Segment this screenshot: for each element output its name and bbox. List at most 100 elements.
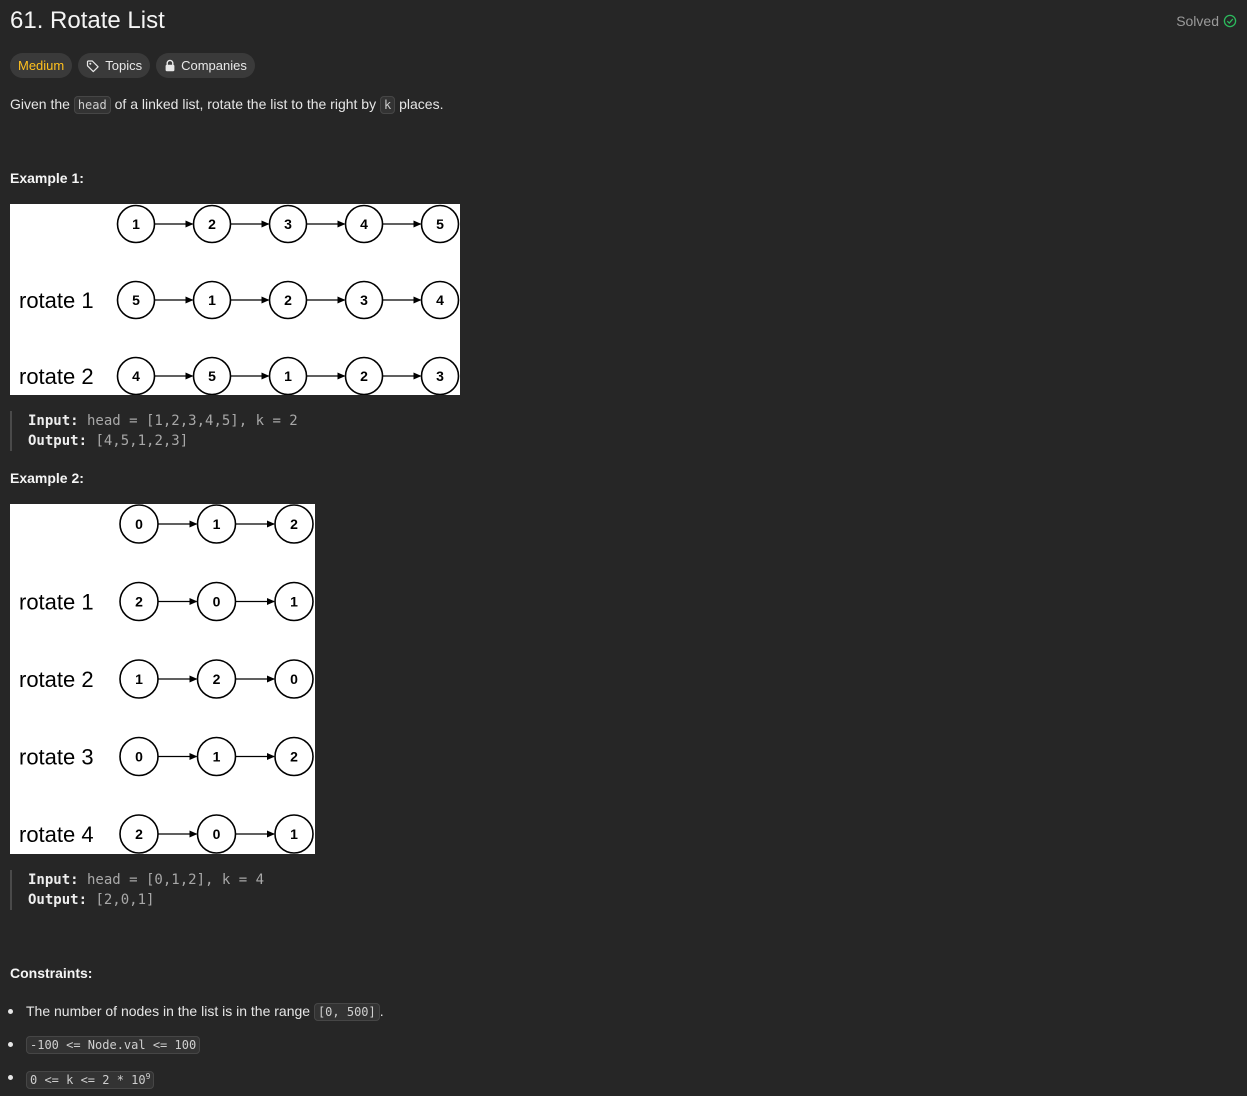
node-value: 5 [436, 216, 444, 232]
list-node [196, 581, 237, 622]
node-value: 1 [290, 826, 298, 842]
list-row: 0 1 2 [119, 504, 314, 544]
constraint-code: -100 <= Node.val <= 100 [26, 1036, 201, 1054]
list-row: rotate 2 1 2 0 [19, 659, 314, 699]
example-1-io: Input: head = [1,2,3,4,5], k = 2 Output:… [10, 411, 298, 451]
node-value: 2 [208, 216, 216, 232]
list-node [192, 204, 232, 244]
rotate-label: rotate 2 [19, 364, 94, 389]
node-value: 1 [290, 594, 298, 610]
rotate-label: rotate 1 [19, 288, 94, 313]
companies-label: Companies [181, 58, 247, 73]
companies-button[interactable]: Companies [156, 53, 255, 78]
list-node [196, 659, 237, 699]
rotate-label: rotate 3 [19, 745, 94, 770]
desc-text: places. [395, 96, 444, 112]
list-node [420, 204, 460, 244]
node-value: 0 [290, 671, 298, 687]
constraint-code: 0 <= k <= 2 * 109 [26, 1071, 155, 1089]
list-node [274, 504, 314, 544]
output-label: Output: [28, 892, 88, 908]
constraints-heading: Constraints: [10, 965, 93, 981]
list-item: -100 <= Node.val <= 100 [0, 1033, 384, 1066]
list-node [119, 736, 159, 777]
input-label: Input: [28, 872, 79, 888]
node-value: 1 [135, 671, 143, 687]
rotate-label: rotate 2 [19, 667, 94, 692]
node-value: 5 [208, 368, 216, 384]
list-node [196, 736, 237, 777]
node-value: 4 [132, 368, 140, 384]
node-value: 5 [132, 292, 140, 308]
node-value: 1 [213, 516, 221, 532]
node-value: 2 [290, 749, 298, 765]
list-node [420, 280, 460, 320]
list-node [268, 356, 308, 395]
list-node [274, 736, 314, 777]
desc-text: of a linked list, rotate the list to the… [110, 96, 380, 112]
node-value: 3 [284, 216, 292, 232]
list-node [268, 204, 308, 244]
list-node [344, 280, 384, 320]
node-value: 4 [436, 292, 444, 308]
list-node [119, 504, 159, 544]
node-value: 2 [135, 826, 143, 842]
problem-description: Given the head of a linked list, rotate … [10, 94, 443, 115]
list-node [192, 280, 232, 320]
list-node [274, 814, 314, 854]
list-node [119, 814, 159, 854]
constraint-code: [0, 500] [313, 1003, 380, 1021]
list-node [268, 280, 308, 320]
difficulty-label: Medium [18, 58, 65, 73]
node-value: 1 [208, 292, 216, 308]
list-node [274, 581, 314, 622]
node-value: 4 [360, 216, 368, 232]
rotate-label: rotate 4 [19, 822, 94, 847]
example-1-label: Example 1: [10, 170, 84, 186]
tag-chips: Medium Topics Companies [10, 53, 255, 78]
node-value: 2 [360, 368, 368, 384]
node-value: 2 [213, 671, 221, 687]
difficulty-badge: Medium [10, 53, 73, 78]
output-label: Output: [28, 433, 88, 449]
output-value: [4,5,1,2,3] [87, 433, 189, 449]
node-value: 3 [360, 292, 368, 308]
list-row: rotate 2 4 5 1 2 3 [19, 356, 460, 395]
solved-status: Solved [1176, 13, 1237, 29]
node-value: 2 [284, 292, 292, 308]
head-code: head [73, 96, 111, 114]
node-value: 2 [290, 516, 298, 532]
desc-text: Given the [10, 96, 74, 112]
list-node [192, 356, 232, 395]
rotate-label: rotate 1 [19, 590, 94, 615]
list-node [196, 504, 237, 544]
list-node [116, 204, 156, 244]
node-value: 0 [135, 749, 143, 765]
node-value: 3 [436, 368, 444, 384]
constraint-text: The number of nodes in the list is in th… [26, 1003, 314, 1019]
node-value: 1 [284, 368, 292, 384]
output-value: [2,0,1] [87, 892, 155, 908]
constraint-exponent: 9 [145, 1072, 151, 1081]
node-value: 0 [135, 516, 143, 532]
list-node [344, 356, 384, 395]
list-node [344, 204, 384, 244]
node-value: 2 [135, 594, 143, 610]
list-node [274, 659, 314, 699]
list-node [196, 814, 237, 854]
solved-label: Solved [1176, 13, 1219, 29]
input-label: Input: [28, 413, 79, 429]
check-circle-icon [1223, 14, 1237, 28]
problem-title: 61. Rotate List [10, 7, 165, 34]
constraints-list: The number of nodes in the list is in th… [0, 1000, 384, 1096]
topics-button[interactable]: Topics [78, 53, 151, 78]
node-value: 1 [213, 749, 221, 765]
input-value: head = [1,2,3,4,5], k = 2 [78, 413, 298, 429]
k-code: k [379, 96, 396, 114]
